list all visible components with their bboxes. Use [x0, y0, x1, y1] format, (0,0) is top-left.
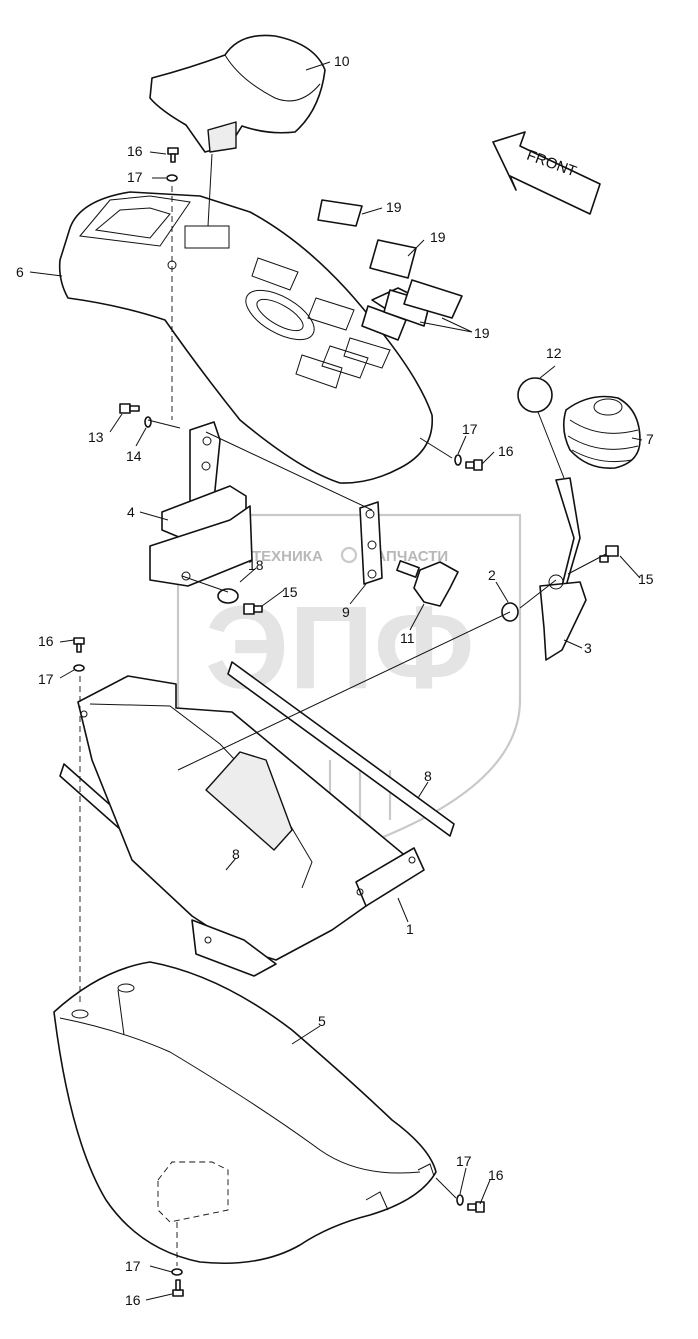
- screw-16a: [167, 147, 179, 163]
- screw-16c: [465, 459, 483, 471]
- callout-10: 10: [334, 53, 350, 69]
- callout-17: 17: [456, 1153, 472, 1169]
- callouts: 10 16 17 6 19 19 19 12 7 13 14 4 17 16 1…: [16, 53, 654, 1308]
- callout-16: 16: [127, 143, 143, 159]
- washer-17d: [456, 1194, 464, 1206]
- watermark-right-text: ЗАПЧАСТИ: [366, 548, 448, 565]
- callout-13: 13: [88, 429, 104, 445]
- callout-11: 11: [400, 630, 415, 646]
- callout-7: 7: [646, 431, 654, 447]
- callout-17: 17: [38, 671, 54, 687]
- callout-17: 17: [462, 421, 478, 437]
- part-4-bracket: [149, 421, 253, 587]
- callout-16: 16: [125, 1292, 141, 1308]
- screw-13: [119, 403, 140, 414]
- callout-12: 12: [546, 345, 562, 361]
- gear-icon: [340, 546, 358, 564]
- fasteners: [73, 147, 619, 1297]
- screw-16d: [467, 1201, 485, 1213]
- callout-16: 16: [498, 443, 514, 459]
- callout-15: 15: [638, 571, 654, 587]
- callout-18: 18: [248, 557, 264, 573]
- part-10-armrest: [149, 34, 326, 153]
- screw-15b: [599, 545, 619, 563]
- callout-19: 19: [386, 199, 402, 215]
- callout-19: 19: [430, 229, 446, 245]
- part-3-lever: [539, 477, 587, 661]
- washer-17b: [73, 664, 85, 672]
- washer-18: [217, 588, 239, 604]
- part-19-labels: [317, 199, 463, 341]
- callout-8: 8: [232, 846, 240, 862]
- part-1-frame: [77, 675, 425, 977]
- washer-17a: [166, 174, 178, 182]
- screw-16e: [172, 1279, 184, 1297]
- callout-14: 14: [126, 448, 142, 464]
- washer-14: [144, 416, 152, 428]
- callout-3: 3: [584, 640, 592, 656]
- callout-1: 1: [406, 921, 414, 937]
- part-9-bar: [359, 501, 383, 585]
- callout-17: 17: [127, 169, 143, 185]
- callout-6: 6: [16, 264, 24, 280]
- callout-4: 4: [127, 504, 135, 520]
- callout-16: 16: [488, 1167, 504, 1183]
- part-5-housing: [53, 961, 437, 1265]
- leader-lines: [29, 61, 643, 1301]
- callout-8: 8: [424, 768, 432, 784]
- washer-17e: [171, 1268, 183, 1276]
- slot: [184, 225, 230, 249]
- part-6-upper-cover: [58, 191, 433, 484]
- part-7-boot: [562, 395, 641, 469]
- callout-9: 9: [342, 604, 350, 620]
- watermark-left-text: ТЕХНИКА: [252, 548, 323, 565]
- callout-15: 15: [282, 584, 298, 600]
- callout-2: 2: [488, 567, 496, 583]
- alignment-lines: [79, 153, 607, 1266]
- callout-5: 5: [318, 1013, 326, 1029]
- callout-16: 16: [38, 633, 54, 649]
- part-11-knob: [396, 560, 459, 607]
- callout-17: 17: [125, 1258, 141, 1274]
- washer-17c: [454, 454, 462, 466]
- part-12-knob: [517, 377, 553, 413]
- callout-19: 19: [474, 325, 490, 341]
- screw-15a: [243, 603, 263, 615]
- screw-16b: [73, 637, 85, 653]
- front-arrow: FRONT: [492, 131, 601, 215]
